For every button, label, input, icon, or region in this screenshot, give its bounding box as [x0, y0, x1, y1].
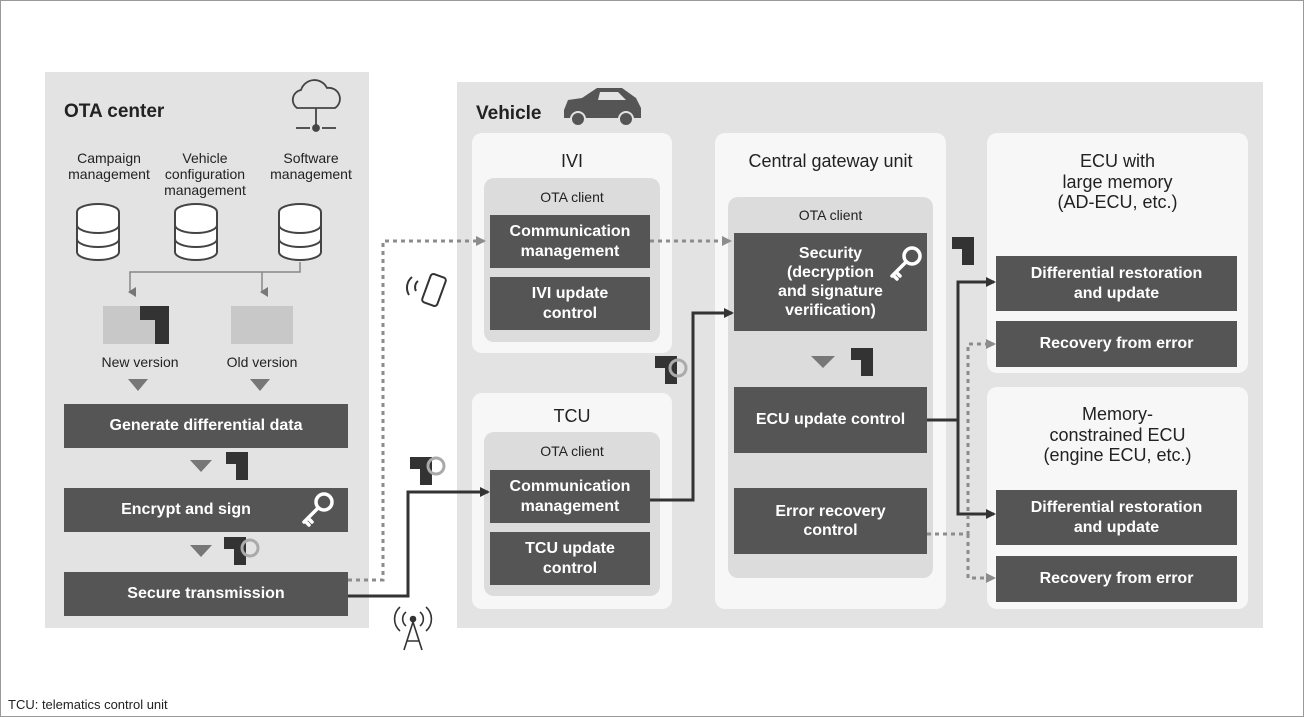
secure-transmission-box: Secure transmission: [64, 572, 348, 616]
db-label-vehicle-config: Vehicle configuration management: [164, 150, 246, 199]
error-recovery-control-box: Error recovery control: [734, 488, 927, 554]
db-label-software: Software management: [270, 150, 352, 183]
ecu-large-diff-restoration-box: Differential restoration and update: [996, 256, 1237, 311]
new-version-label: New version: [101, 354, 179, 370]
ivi-title: IVI: [560, 151, 583, 171]
encrypt-and-sign-box: Encrypt and sign: [64, 488, 348, 532]
footnote: TCU: telematics control unit: [8, 697, 168, 712]
ecu-constrained-diff-restoration-box: Differential restoration and update: [996, 490, 1237, 545]
security-box: Security (decryption and signature verif…: [734, 233, 927, 331]
ivi-update-control-box: IVI update control: [490, 277, 650, 330]
ota-center-panel: [45, 72, 369, 628]
ecu-constrained-title: Memory- constrained ECU (engine ECU, etc…: [1043, 404, 1192, 466]
ivi-ota-client-label: OTA client: [540, 189, 604, 205]
tcu-title: TCU: [553, 406, 591, 426]
gateway-title: Central gateway unit: [748, 151, 913, 171]
ecu-large-recovery-box: Recovery from error: [996, 321, 1237, 367]
ecu-constrained-recovery-box: Recovery from error: [996, 556, 1237, 602]
tcu-communication-management-box: Communication management: [490, 470, 650, 523]
vehicle-title: Vehicle: [476, 103, 542, 124]
tcu-ota-client-label: OTA client: [540, 443, 604, 459]
ecu-large-title: ECU with large memory (AD-ECU, etc.): [1057, 151, 1178, 213]
generate-differential-data-box: Generate differential data: [64, 404, 348, 448]
gateway-ota-client-label: OTA client: [798, 207, 863, 223]
ivi-communication-management-box: Communication management: [490, 215, 650, 268]
db-label-campaign: Campaign management: [68, 150, 150, 183]
old-version-label: Old version: [226, 354, 298, 370]
ecu-update-control-box: ECU update control: [734, 387, 927, 453]
ota-center-title: OTA center: [64, 101, 165, 122]
tcu-update-control-box: TCU update control: [490, 532, 650, 585]
